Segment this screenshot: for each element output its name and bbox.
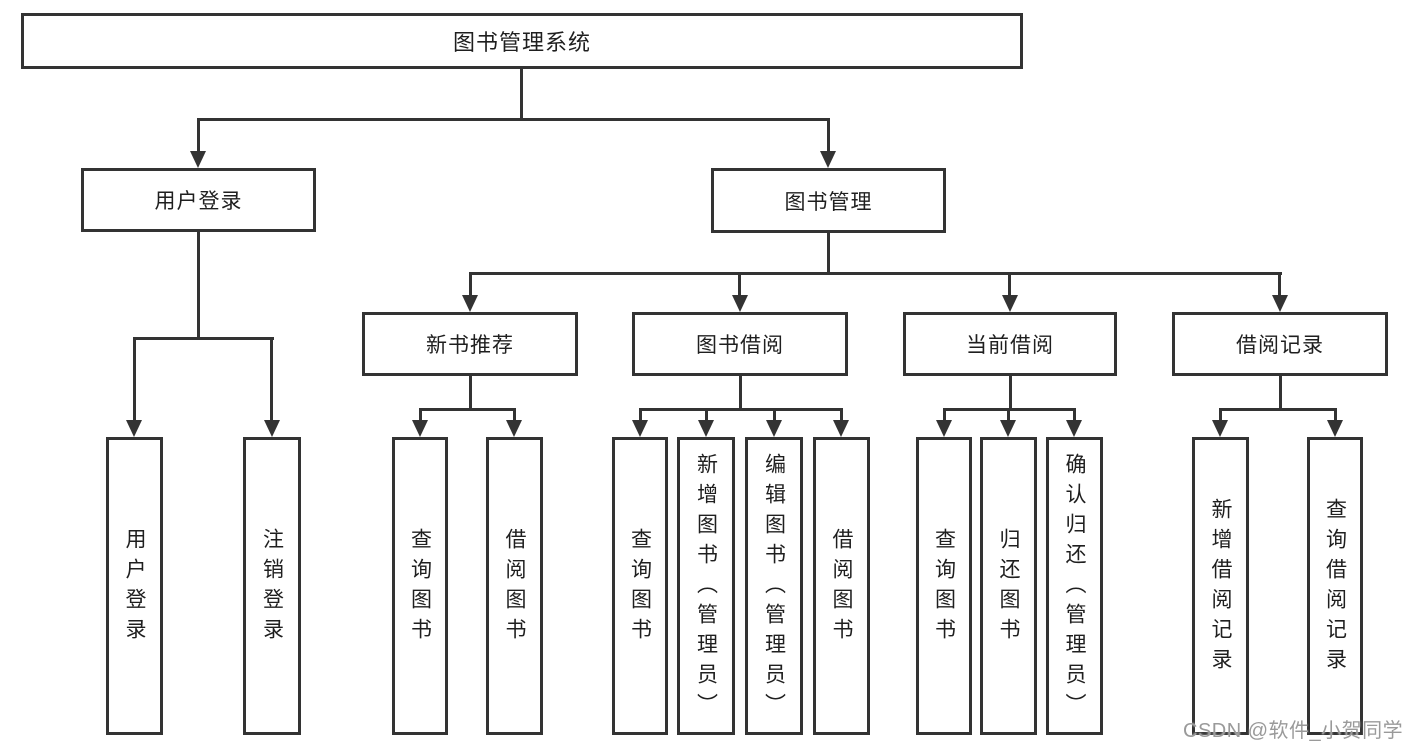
connector-line: [197, 118, 830, 121]
connector-line: [520, 69, 523, 118]
arrow-down-icon: [506, 420, 522, 437]
arrow-down-icon: [264, 420, 280, 437]
connector-line: [773, 408, 776, 420]
connector-line: [1007, 408, 1010, 420]
connector-line: [419, 408, 516, 411]
node-leaf-add-book-admin: 新增图书（管理员）: [677, 437, 735, 735]
arrow-down-icon: [936, 420, 952, 437]
connector-line: [469, 376, 472, 408]
connector-line: [827, 233, 830, 272]
connector-line: [1219, 408, 1337, 411]
arrow-down-icon: [1002, 295, 1018, 312]
arrow-down-icon: [1212, 420, 1228, 437]
node-user-login: 用户登录: [81, 168, 316, 232]
arrow-down-icon: [732, 295, 748, 312]
connector-line: [513, 408, 516, 420]
connector-line: [1219, 408, 1222, 420]
arrow-down-icon: [126, 420, 142, 437]
node-root: 图书管理系统: [21, 13, 1023, 69]
node-current-borrow: 当前借阅: [903, 312, 1117, 376]
connector-line: [133, 337, 274, 340]
connector-line: [943, 408, 946, 420]
connector-line: [639, 408, 642, 420]
arrow-down-icon: [1272, 295, 1288, 312]
node-leaf-borrow-book-recommend: 借阅图书: [486, 437, 543, 735]
connector-line: [1073, 408, 1076, 420]
arrow-down-icon: [766, 420, 782, 437]
connector-line: [1008, 272, 1011, 295]
connector-line: [705, 408, 708, 420]
connector-line: [270, 337, 273, 420]
connector-line: [469, 272, 472, 295]
arrow-down-icon: [1000, 420, 1016, 437]
connector-line: [639, 408, 843, 411]
arrow-down-icon: [462, 295, 478, 312]
connector-line: [197, 118, 200, 152]
connector-line: [197, 232, 200, 337]
arrow-down-icon: [833, 420, 849, 437]
connector-line: [1278, 272, 1281, 295]
node-leaf-query-borrow-record: 查询借阅记录: [1307, 437, 1363, 735]
arrow-down-icon: [1327, 420, 1343, 437]
node-leaf-add-borrow-record: 新增借阅记录: [1192, 437, 1249, 735]
node-leaf-confirm-return-admin: 确认归还（管理员）: [1046, 437, 1103, 735]
connector-line: [1279, 376, 1282, 408]
node-new-book-recommend: 新书推荐: [362, 312, 578, 376]
arrow-down-icon: [698, 420, 714, 437]
node-borrow-record: 借阅记录: [1172, 312, 1388, 376]
connector-line: [1334, 408, 1337, 420]
connector-line: [739, 376, 742, 408]
node-leaf-borrow-book: 借阅图书: [813, 437, 870, 735]
connector-line: [1009, 376, 1012, 408]
node-leaf-return-book: 归还图书: [980, 437, 1037, 735]
connector-line: [419, 408, 422, 420]
connector-line: [840, 408, 843, 420]
node-leaf-query-book-current: 查询图书: [916, 437, 972, 735]
arrow-down-icon: [190, 151, 206, 168]
arrow-down-icon: [412, 420, 428, 437]
node-leaf-query-book-borrow: 查询图书: [612, 437, 668, 735]
connector-line: [469, 272, 1282, 275]
node-book-borrow: 图书借阅: [632, 312, 848, 376]
csdn-watermark: CSDN @软件_小贺同学: [1183, 720, 1404, 742]
node-leaf-user-login: 用户登录: [106, 437, 163, 735]
connector-line: [827, 118, 830, 152]
connector-line: [133, 337, 136, 420]
arrow-down-icon: [820, 151, 836, 168]
node-leaf-query-book-recommend: 查询图书: [392, 437, 448, 735]
node-leaf-logout: 注销登录: [243, 437, 301, 735]
connector-line: [738, 272, 741, 295]
node-book-management: 图书管理: [711, 168, 946, 233]
arrow-down-icon: [632, 420, 648, 437]
node-leaf-edit-book-admin: 编辑图书（管理员）: [745, 437, 803, 735]
arrow-down-icon: [1066, 420, 1082, 437]
